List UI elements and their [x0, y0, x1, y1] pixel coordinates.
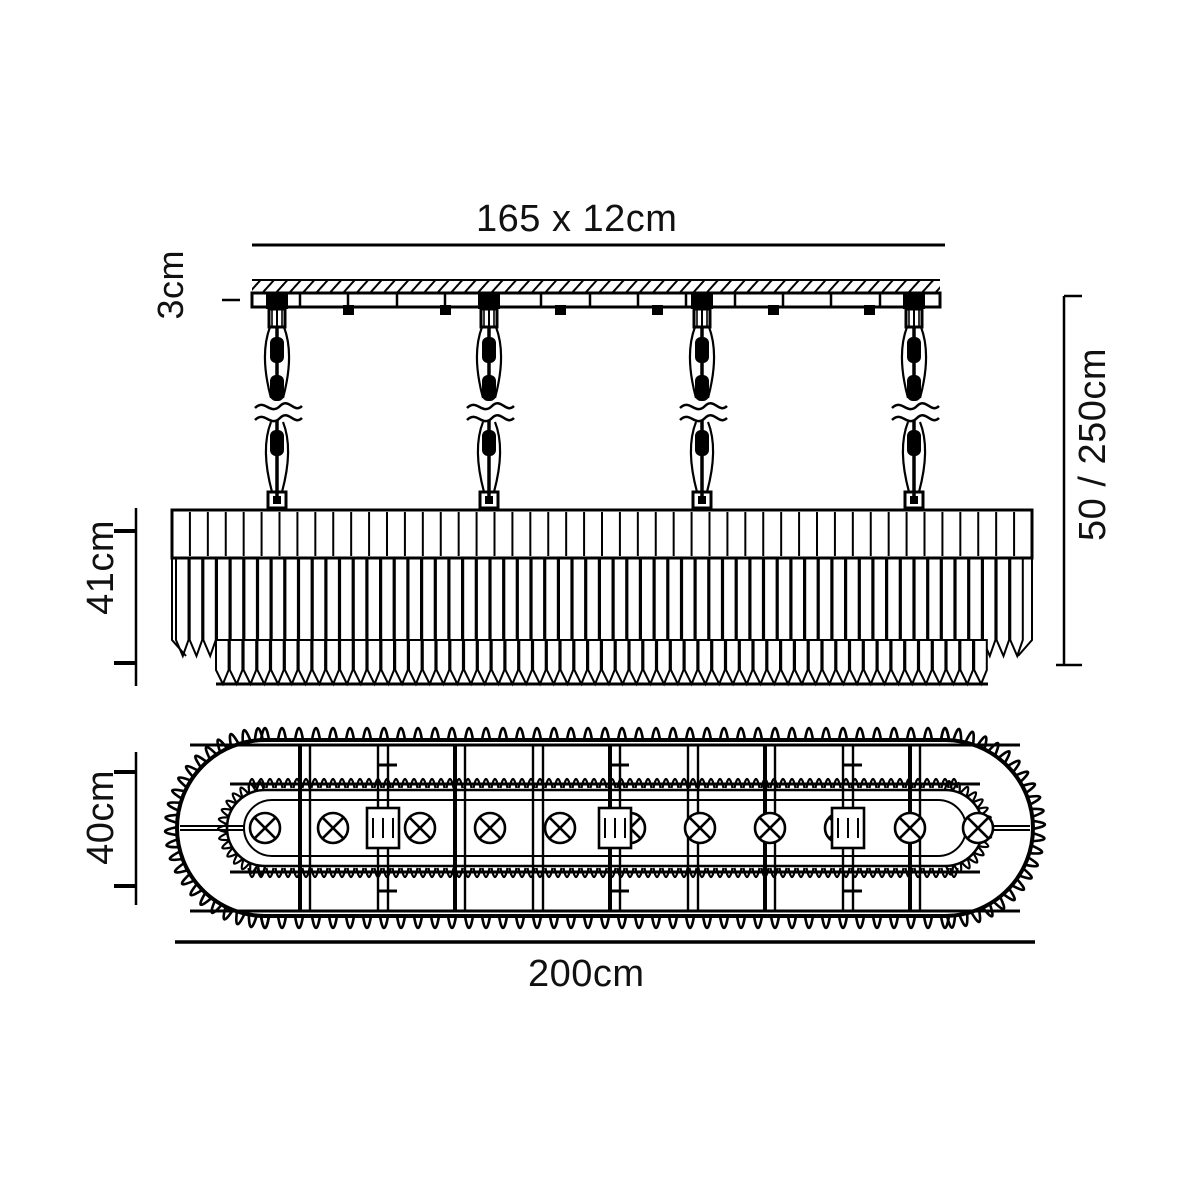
suspension-drop-label: 50 / 250cm	[1072, 348, 1114, 541]
suspension-assembly-group	[254, 294, 940, 510]
suspension-drop-dimension	[1056, 294, 1082, 667]
plan-depth-dimension	[114, 752, 138, 905]
suspension-drop-1	[254, 294, 303, 510]
suspension-drop-4	[891, 294, 940, 510]
chandelier-plan-view	[163, 726, 1047, 930]
plate-thickness-label: 3cm	[150, 250, 191, 320]
chandelier-body-elevation	[170, 508, 1034, 687]
ceiling-plate	[250, 279, 942, 315]
suspension-drop-2	[466, 294, 515, 510]
body-height-dimension	[114, 508, 138, 686]
suspension-drop-3	[679, 294, 728, 510]
overall-length-label: 200cm	[528, 953, 645, 995]
top-dimension-label: 165 x 12cm	[476, 198, 678, 240]
body-height-label: 41cm	[80, 520, 122, 615]
plan-depth-label: 40cm	[80, 770, 122, 865]
